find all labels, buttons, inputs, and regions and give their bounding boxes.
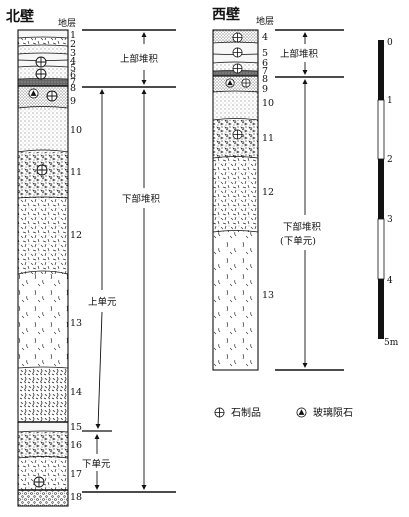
north-layer-3-fill [18,46,68,54]
north-layer-label: 15 [70,422,82,433]
west-layer-label: 8 [262,74,268,85]
west-column [212,29,259,371]
west-stone-artifact-icon [232,63,243,74]
north-layer-label: 8 [70,83,76,94]
west-layer-13-fill [213,232,258,370]
stone-artifact-legend-icon [214,407,225,418]
north-stone-artifact-icon [35,68,47,80]
west-stone-artifact-icon [232,32,243,43]
scale-segment-0-1 [378,40,384,100]
west-tektite-icon [225,78,235,88]
scale-tick-label: 3 [387,215,393,225]
scale-segment-4-5 [378,279,384,339]
west-layer-label: 12 [262,187,274,198]
west-layer-9-fill [213,76,258,92]
west-layer-label: 6 [262,58,268,69]
north-unit-labels: 上部堆积 下部堆积 上单元 下单元 [82,53,161,470]
north-upper-deposit-label: 上部堆积 [120,53,159,65]
north-layer-label: 17 [70,469,82,480]
north-wall-title: 北壁 [6,8,34,25]
west-layer-label: 10 [262,98,274,109]
north-layer-label: 14 [70,387,82,398]
north-stone-artifact-icon [33,476,45,488]
west-stone-artifact-icon [232,129,243,140]
north-layer-numbers: 1 2 3 4 5 6 7 8 9 10 11 12 13 14 15 16 1… [70,30,82,503]
north-unit-markers [82,29,176,493]
north-column [17,29,69,507]
west-unit-labels: 上部堆积 下部堆积 (下单元) [280,48,322,247]
west-layer-label: 9 [262,84,268,95]
west-stone-artifact-icon [232,47,243,58]
west-layer-8-fill [213,71,258,76]
west-stone-artifact-icon [241,78,251,88]
north-layer-label: 6 [70,70,76,81]
tektite-legend-icon [296,407,307,418]
north-column-outline [17,29,69,507]
scale-bar: 0 1 2 3 4 5m [377,38,399,348]
north-layer-label: 1 [70,30,76,41]
west-upper-deposit-label: 上部堆积 [280,48,319,60]
north-layer-label: 7 [70,77,76,88]
legend: 石制品 玻璃陨石 [214,406,353,419]
north-layer-10-fill [18,108,68,152]
north-layer-label: 11 [70,167,82,178]
north-layer-9-fill [18,86,68,108]
west-layer-label: 7 [262,66,268,77]
tektite-legend-label: 玻璃陨石 [313,406,353,419]
north-lower-unit-label: 下单元 [82,458,111,470]
stone-artifact-legend-label: 石制品 [231,406,261,419]
scale-tick-label: 4 [387,276,393,286]
scale-tick-labels: 0 1 2 3 4 5m [384,38,399,348]
north-lower-deposit-label: 下部堆积 [122,193,161,205]
north-stone-artifact-icon [36,164,48,176]
north-layer-label: 9 [70,96,76,107]
north-stone-artifact-icon [35,56,47,68]
north-layer-label: 16 [70,440,82,451]
west-lower-deposit-label: 下部堆积 [283,221,322,233]
west-layer-label: 11 [262,133,274,144]
west-unit-markers [275,29,344,371]
west-layer-12-fill [213,158,258,232]
north-layer-label: 12 [70,230,82,241]
north-stone-artifact-icon [46,90,58,102]
scale-tick-label: 2 [387,155,393,165]
north-layer-14-fill [18,368,68,422]
west-layer-label: 13 [262,290,274,301]
west-column-outline [212,29,259,371]
north-layer-1-fill [18,30,68,38]
north-layer-label: 3 [70,48,76,59]
west-wall-title: 西壁 [212,6,240,23]
north-layer-label: 2 [70,39,76,50]
scale-segment-1-2 [377,99,385,160]
north-layer-16-fill [18,432,68,458]
west-layer-label: 4 [262,32,268,43]
scale-tick-label: 0 [387,38,393,48]
north-layer-label: 10 [70,125,82,136]
north-layer-13-fill [18,274,68,368]
north-layer-label: 5 [70,63,76,74]
west-layer-label: 5 [262,48,268,59]
north-tektite-icon [28,88,39,99]
north-layer-15-fill [18,422,68,432]
north-layer-18-fill [18,490,68,506]
north-layer-label: 13 [70,318,82,329]
north-layer-12-fill [18,198,68,274]
west-lower-unit-label: (下单元) [280,235,316,247]
west-layer-10-fill [213,92,258,120]
north-layer-header: 地层 [58,17,76,29]
west-layer-numbers: 4 5 6 7 8 9 10 11 12 13 [262,32,274,301]
north-layer-8-fill [18,79,68,86]
west-layer-header: 地层 [256,15,274,27]
north-wall-profile: 北壁 地层 [6,8,176,507]
north-layer-label: 4 [70,56,76,67]
scale-segment-3-4 [377,218,385,280]
scale-tick-label: 5m [384,338,399,348]
north-layer-label: 18 [70,492,82,503]
scale-segment-2-3 [378,159,384,219]
scale-tick-label: 1 [387,96,393,106]
north-upper-unit-label: 上单元 [88,296,117,308]
west-wall-profile: 西壁 地层 [212,6,344,371]
north-layer-2-fill [18,38,68,46]
